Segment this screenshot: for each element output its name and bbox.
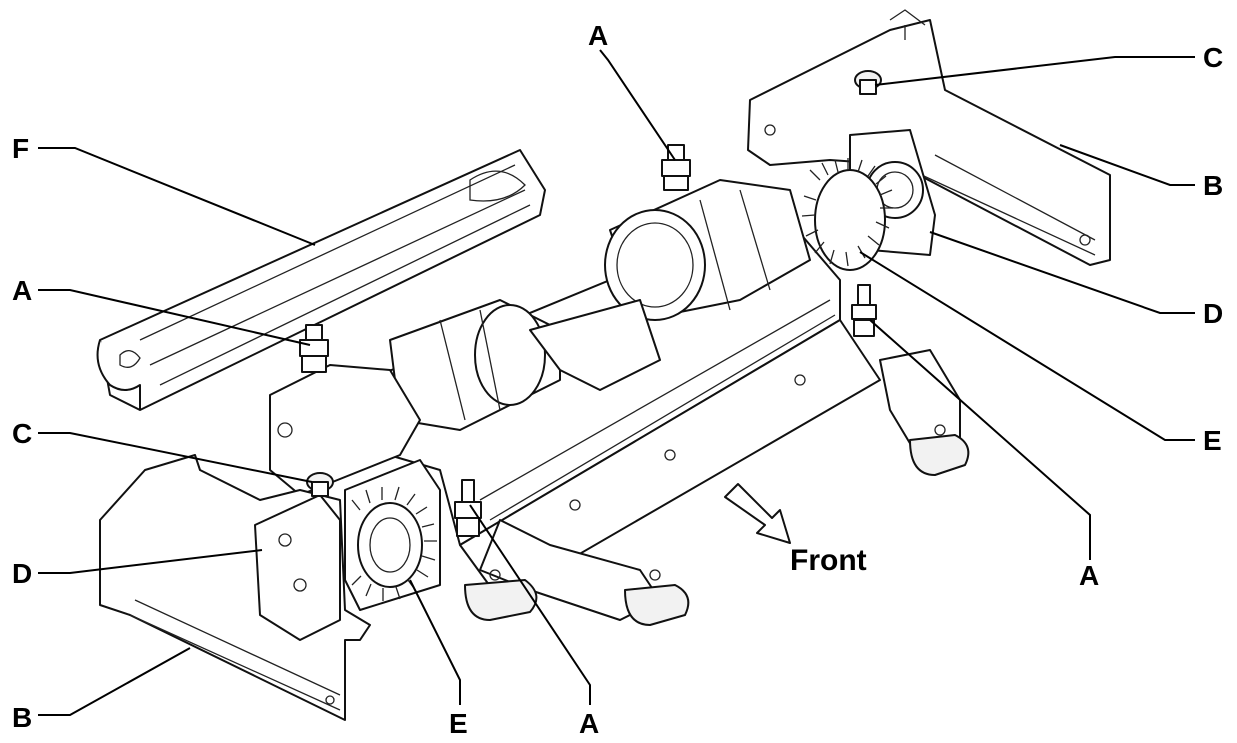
callout-e-bottom: E: [449, 708, 468, 739]
leader-c-right: [874, 56, 1195, 86]
part-f-cover-bar: [96, 149, 546, 411]
callout-a-left: A: [12, 275, 32, 306]
leader-e-bottom: [409, 579, 461, 705]
motor-left: [389, 299, 661, 431]
bolt-a-left: [299, 324, 329, 373]
bolt-a-top: [661, 144, 691, 191]
bolt-a-right: [851, 284, 877, 337]
leader-c-left: [38, 432, 313, 483]
callout-b-left: B: [12, 702, 32, 733]
part-b-right-cover: [747, 9, 1111, 266]
callout-a-top: A: [588, 20, 608, 51]
callout-b-right: B: [1203, 170, 1223, 201]
callout-a-bottom: A: [579, 708, 599, 739]
leader-a-right: [869, 319, 1091, 560]
callout-a-right: A: [1079, 560, 1099, 591]
leader-f: [38, 147, 316, 246]
leader-a-bottom: [469, 504, 591, 705]
bolt-a-bottom: [454, 479, 482, 537]
part-e-right-gear: [801, 158, 893, 271]
base-legs: [464, 349, 970, 626]
callout-c-right: C: [1203, 42, 1223, 73]
leader-d-left: [38, 549, 263, 574]
leader-b-right: [1059, 144, 1195, 186]
callout-labels: A C F B A D C E A D E A B Front: [12, 20, 1223, 739]
leader-lines: [38, 49, 1195, 716]
callout-d-right: D: [1203, 298, 1223, 329]
knob-c-right: [854, 70, 882, 95]
leader-a-top: [599, 49, 676, 161]
callout-f: F: [12, 133, 29, 164]
callout-c-left: C: [12, 418, 32, 449]
leader-b-left: [38, 647, 191, 716]
callout-e-right: E: [1203, 425, 1222, 456]
leader-d-right: [929, 231, 1195, 314]
front-label: Front: [790, 544, 867, 577]
leader-a-left: [38, 289, 311, 346]
motor-right: [604, 179, 811, 321]
leader-e-right: [859, 251, 1195, 441]
callout-d-left: D: [12, 558, 32, 589]
part-e-left-gear: [344, 459, 441, 611]
front-arrow-icon: [724, 483, 791, 544]
